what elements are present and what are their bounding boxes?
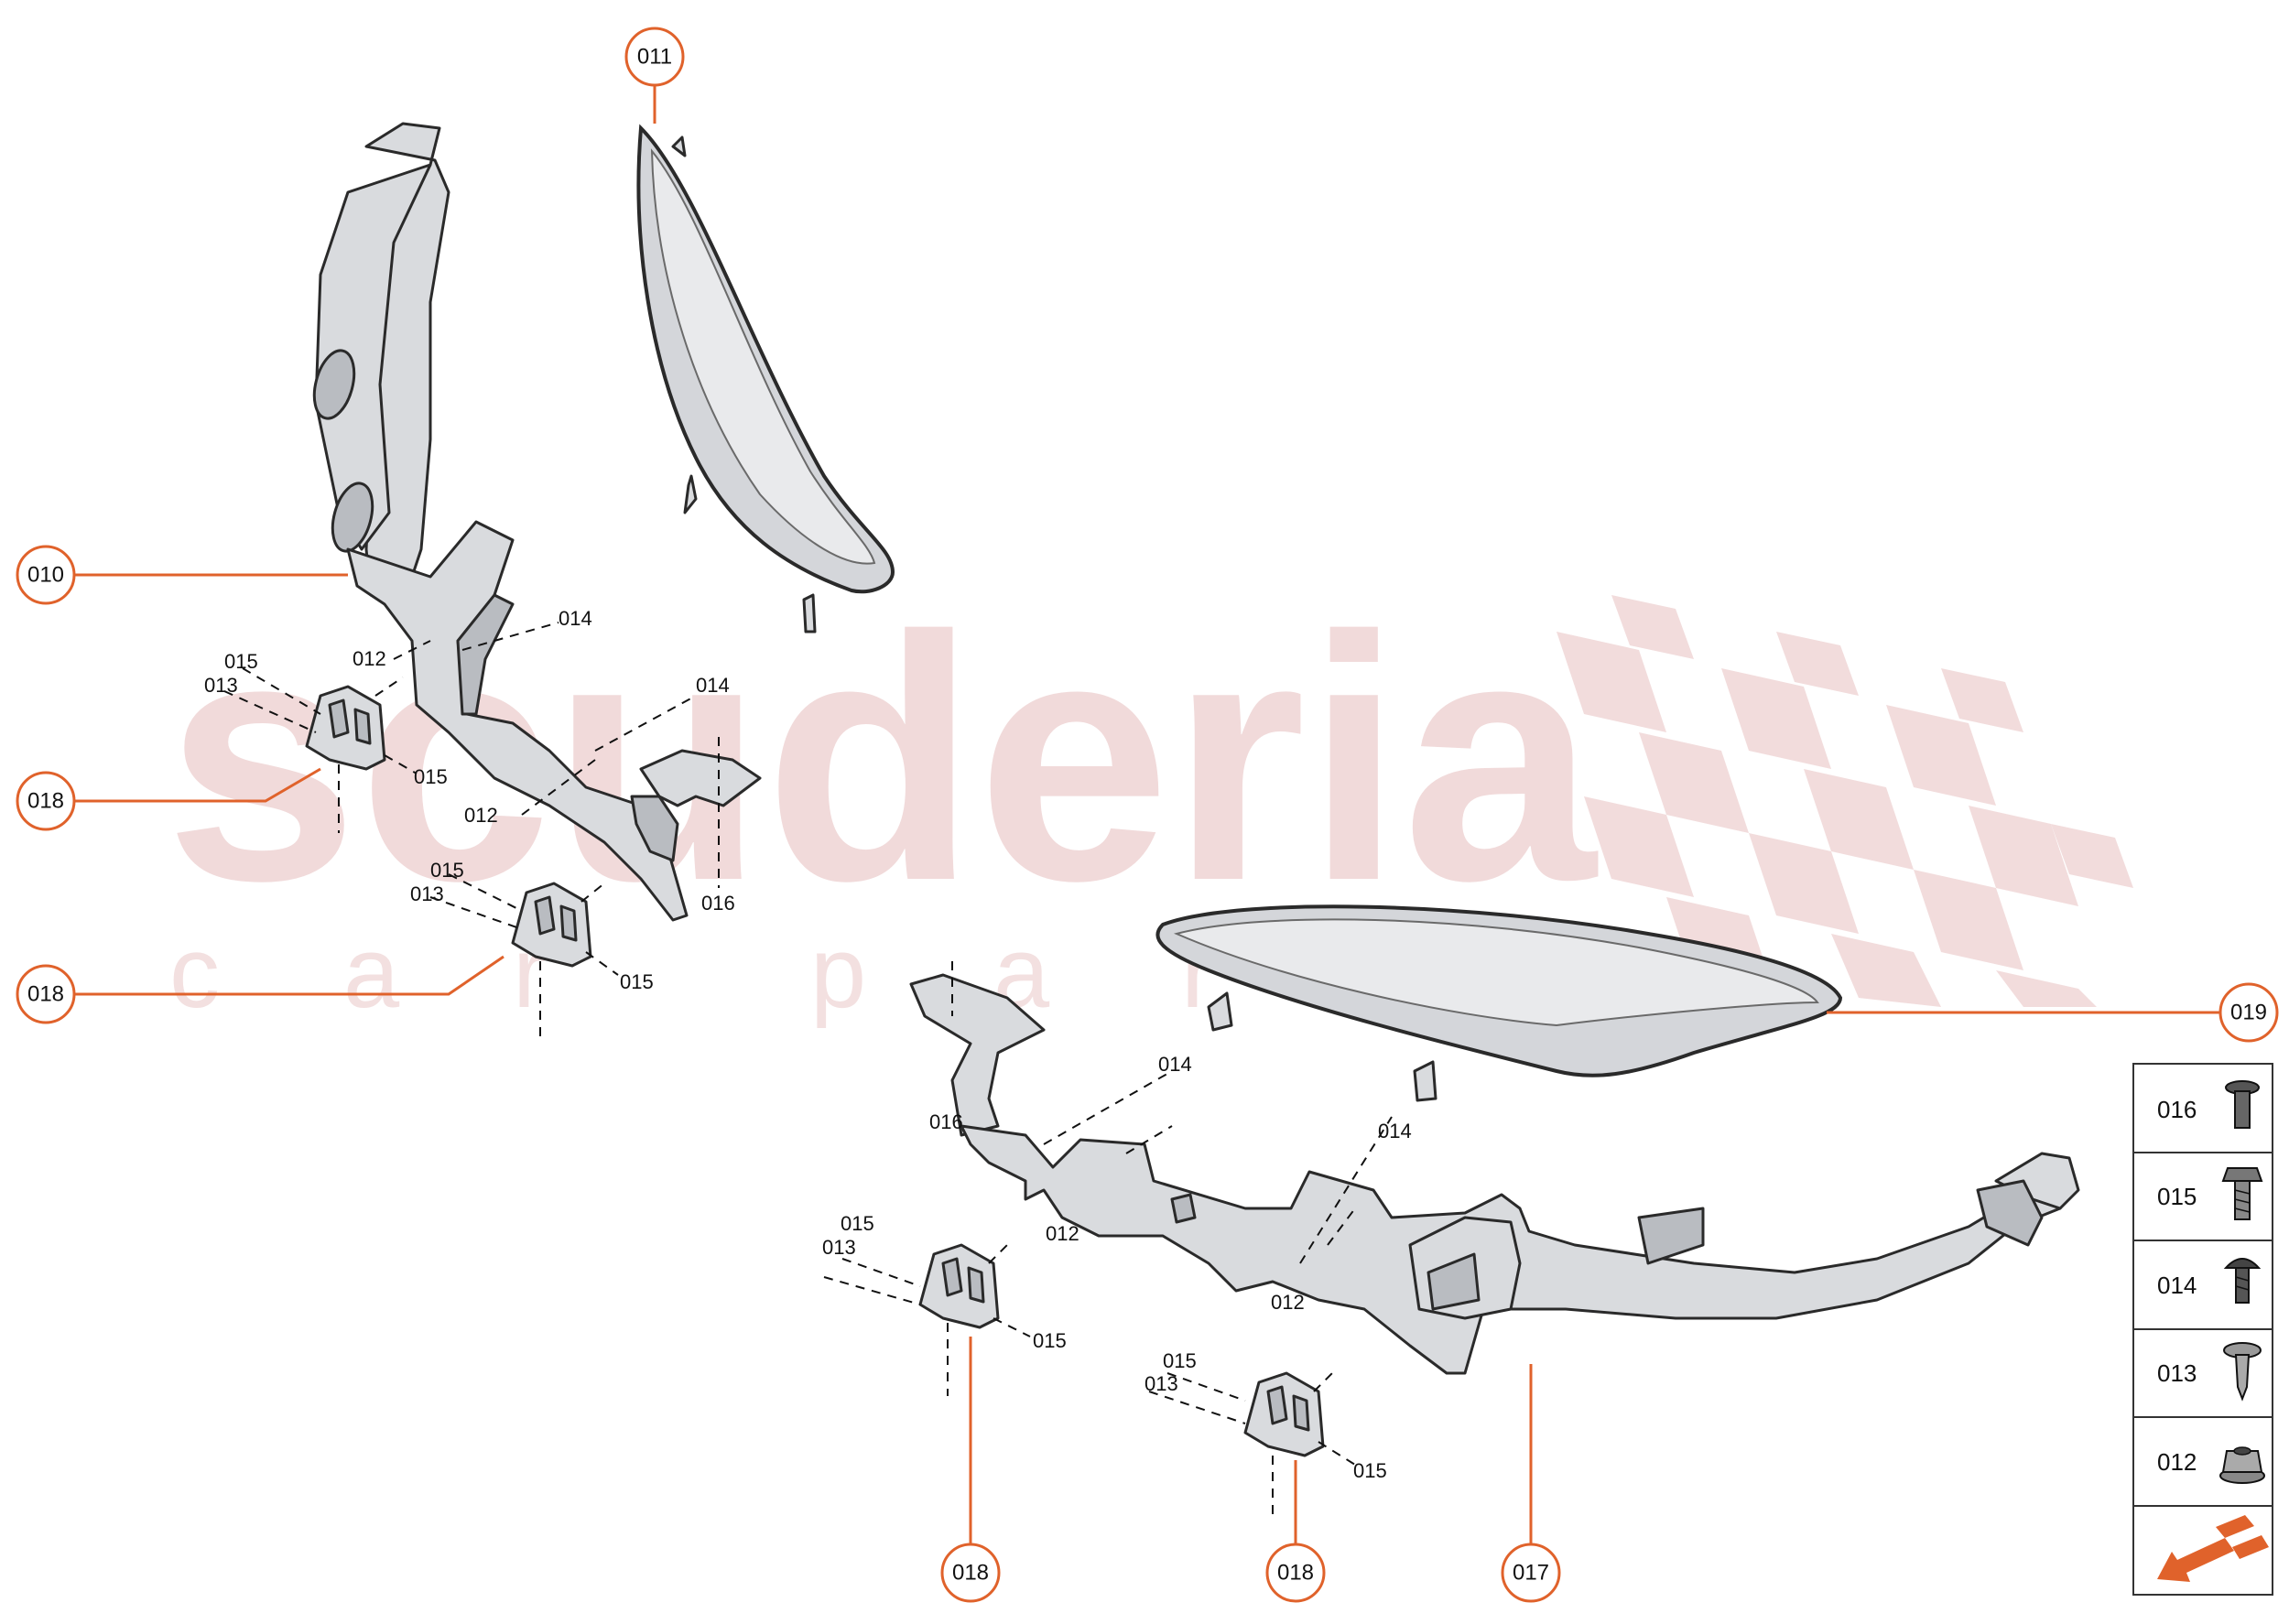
- callout-label: 019: [2230, 1001, 2267, 1025]
- callout-019: 019: [2218, 982, 2279, 1043]
- headlamp-bracket-left: [312, 122, 762, 922]
- legend-row-015: 015: [2157, 1167, 2263, 1220]
- watermark-checker-flag: [1557, 595, 2133, 1007]
- pan-head-screw-icon: [2223, 1258, 2262, 1304]
- legend-row-012: 012: [2157, 1446, 2265, 1484]
- callout-018: 018: [16, 964, 76, 1024]
- part-label: 015: [1163, 1349, 1197, 1372]
- part-label: 016: [929, 1110, 963, 1133]
- part-label: 013: [204, 674, 238, 697]
- part-label: 013: [1144, 1372, 1178, 1395]
- headlamp-lens-left: [636, 124, 895, 633]
- part-label: 012: [1046, 1222, 1079, 1245]
- mounting-bracket-a: [305, 685, 386, 771]
- self-tapping-screw-icon: [2223, 1342, 2262, 1402]
- mounting-bracket-b: [511, 882, 592, 968]
- mounting-bracket-d: [1243, 1371, 1325, 1457]
- legend-row-014: 014: [2157, 1258, 2262, 1304]
- part-label: 013: [410, 882, 444, 905]
- legend-code: 014: [2157, 1272, 2197, 1299]
- part-label: 015: [414, 765, 448, 788]
- callout-label: 011: [637, 45, 672, 70]
- callout-label: 017: [1513, 1561, 1549, 1586]
- legend-code: 016: [2157, 1096, 2197, 1123]
- callout-018: 018: [1265, 1543, 1326, 1603]
- fastener-legend: 016 015 014: [2132, 1063, 2273, 1596]
- legend-row-013: 013: [2157, 1342, 2262, 1402]
- part-label: 014: [1378, 1120, 1412, 1142]
- callout-label: 018: [27, 789, 64, 814]
- leader-lines: [71, 85, 2220, 1547]
- hex-bolt-icon: [2221, 1167, 2263, 1220]
- callout-label: 010: [27, 563, 64, 588]
- mounting-bracket-c: [918, 1243, 1000, 1329]
- direction-arrow-icon: [2157, 1515, 2269, 1582]
- part-label: 012: [353, 647, 386, 670]
- part-label: 012: [464, 804, 498, 827]
- callout-label: 018: [27, 982, 64, 1007]
- part-label: 015: [620, 970, 654, 993]
- callouts: 011 010 018 018 019 018 018 017: [16, 27, 2279, 1603]
- part-label: 015: [224, 650, 258, 673]
- flat-head-bolt-icon: [2225, 1080, 2260, 1129]
- flange-nut-icon: [2219, 1446, 2265, 1484]
- callout-017: 017: [1501, 1543, 1561, 1603]
- part-labels: 014 012 015 013 015 014 012 016 015 013 …: [204, 607, 1412, 1482]
- callout-label: 018: [1277, 1561, 1314, 1586]
- part-label: 015: [1353, 1459, 1387, 1482]
- callout-018: 018: [16, 771, 76, 831]
- part-label: 016: [701, 892, 735, 915]
- watermark-letter: p: [810, 916, 866, 1029]
- legend-code: 012: [2157, 1448, 2197, 1476]
- legend-code: 015: [2157, 1183, 2197, 1210]
- part-label: 014: [1158, 1053, 1192, 1076]
- part-label: 014: [696, 674, 730, 697]
- fastener-lines: [223, 622, 1393, 1520]
- callout-011: 011: [624, 27, 685, 87]
- watermark-letter: a: [343, 916, 400, 1029]
- headlamp-lens-right: [1155, 904, 1843, 1102]
- callout-010: 010: [16, 545, 76, 605]
- part-label: 015: [1033, 1329, 1067, 1352]
- callout-018: 018: [940, 1543, 1001, 1603]
- part-label: 012: [1271, 1291, 1305, 1314]
- part-label: 015: [841, 1212, 874, 1235]
- legend-code: 013: [2157, 1359, 2197, 1387]
- part-label: 014: [559, 607, 592, 630]
- watermark-letter: c: [169, 916, 220, 1029]
- part-label: 015: [430, 859, 464, 882]
- legend-row-016: 016: [2157, 1080, 2260, 1129]
- part-label: 013: [822, 1236, 856, 1259]
- headlamp-bracket-right: [909, 973, 2080, 1375]
- callout-label: 018: [952, 1561, 989, 1586]
